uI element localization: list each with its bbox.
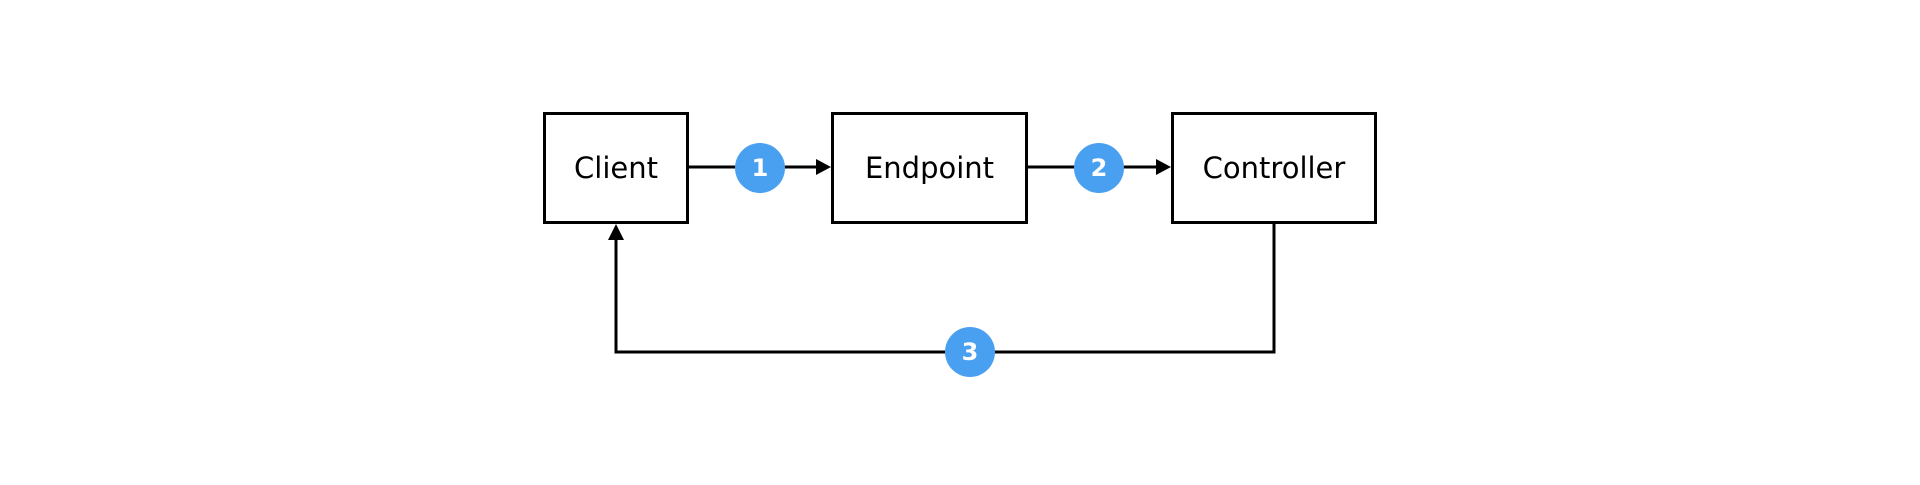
arrow-controller-to-client <box>614 224 1276 354</box>
controller-label: Controller <box>1202 151 1346 185</box>
step-1-label: 1 <box>751 154 769 182</box>
step-2-label: 2 <box>1090 154 1108 182</box>
arrowhead-controller <box>1156 159 1171 175</box>
client-node: Client <box>543 112 689 224</box>
client-label: Client <box>574 151 658 185</box>
endpoint-node: Endpoint <box>831 112 1028 224</box>
step-3-badge: 3 <box>945 327 995 377</box>
endpoint-label: Endpoint <box>864 151 995 185</box>
step-2-badge: 2 <box>1074 143 1124 193</box>
arrowhead-endpoint <box>816 159 831 175</box>
controller-node: Controller <box>1171 112 1377 224</box>
step-3-label: 3 <box>961 338 979 366</box>
arrowhead-client <box>608 224 624 240</box>
step-1-badge: 1 <box>735 143 785 193</box>
